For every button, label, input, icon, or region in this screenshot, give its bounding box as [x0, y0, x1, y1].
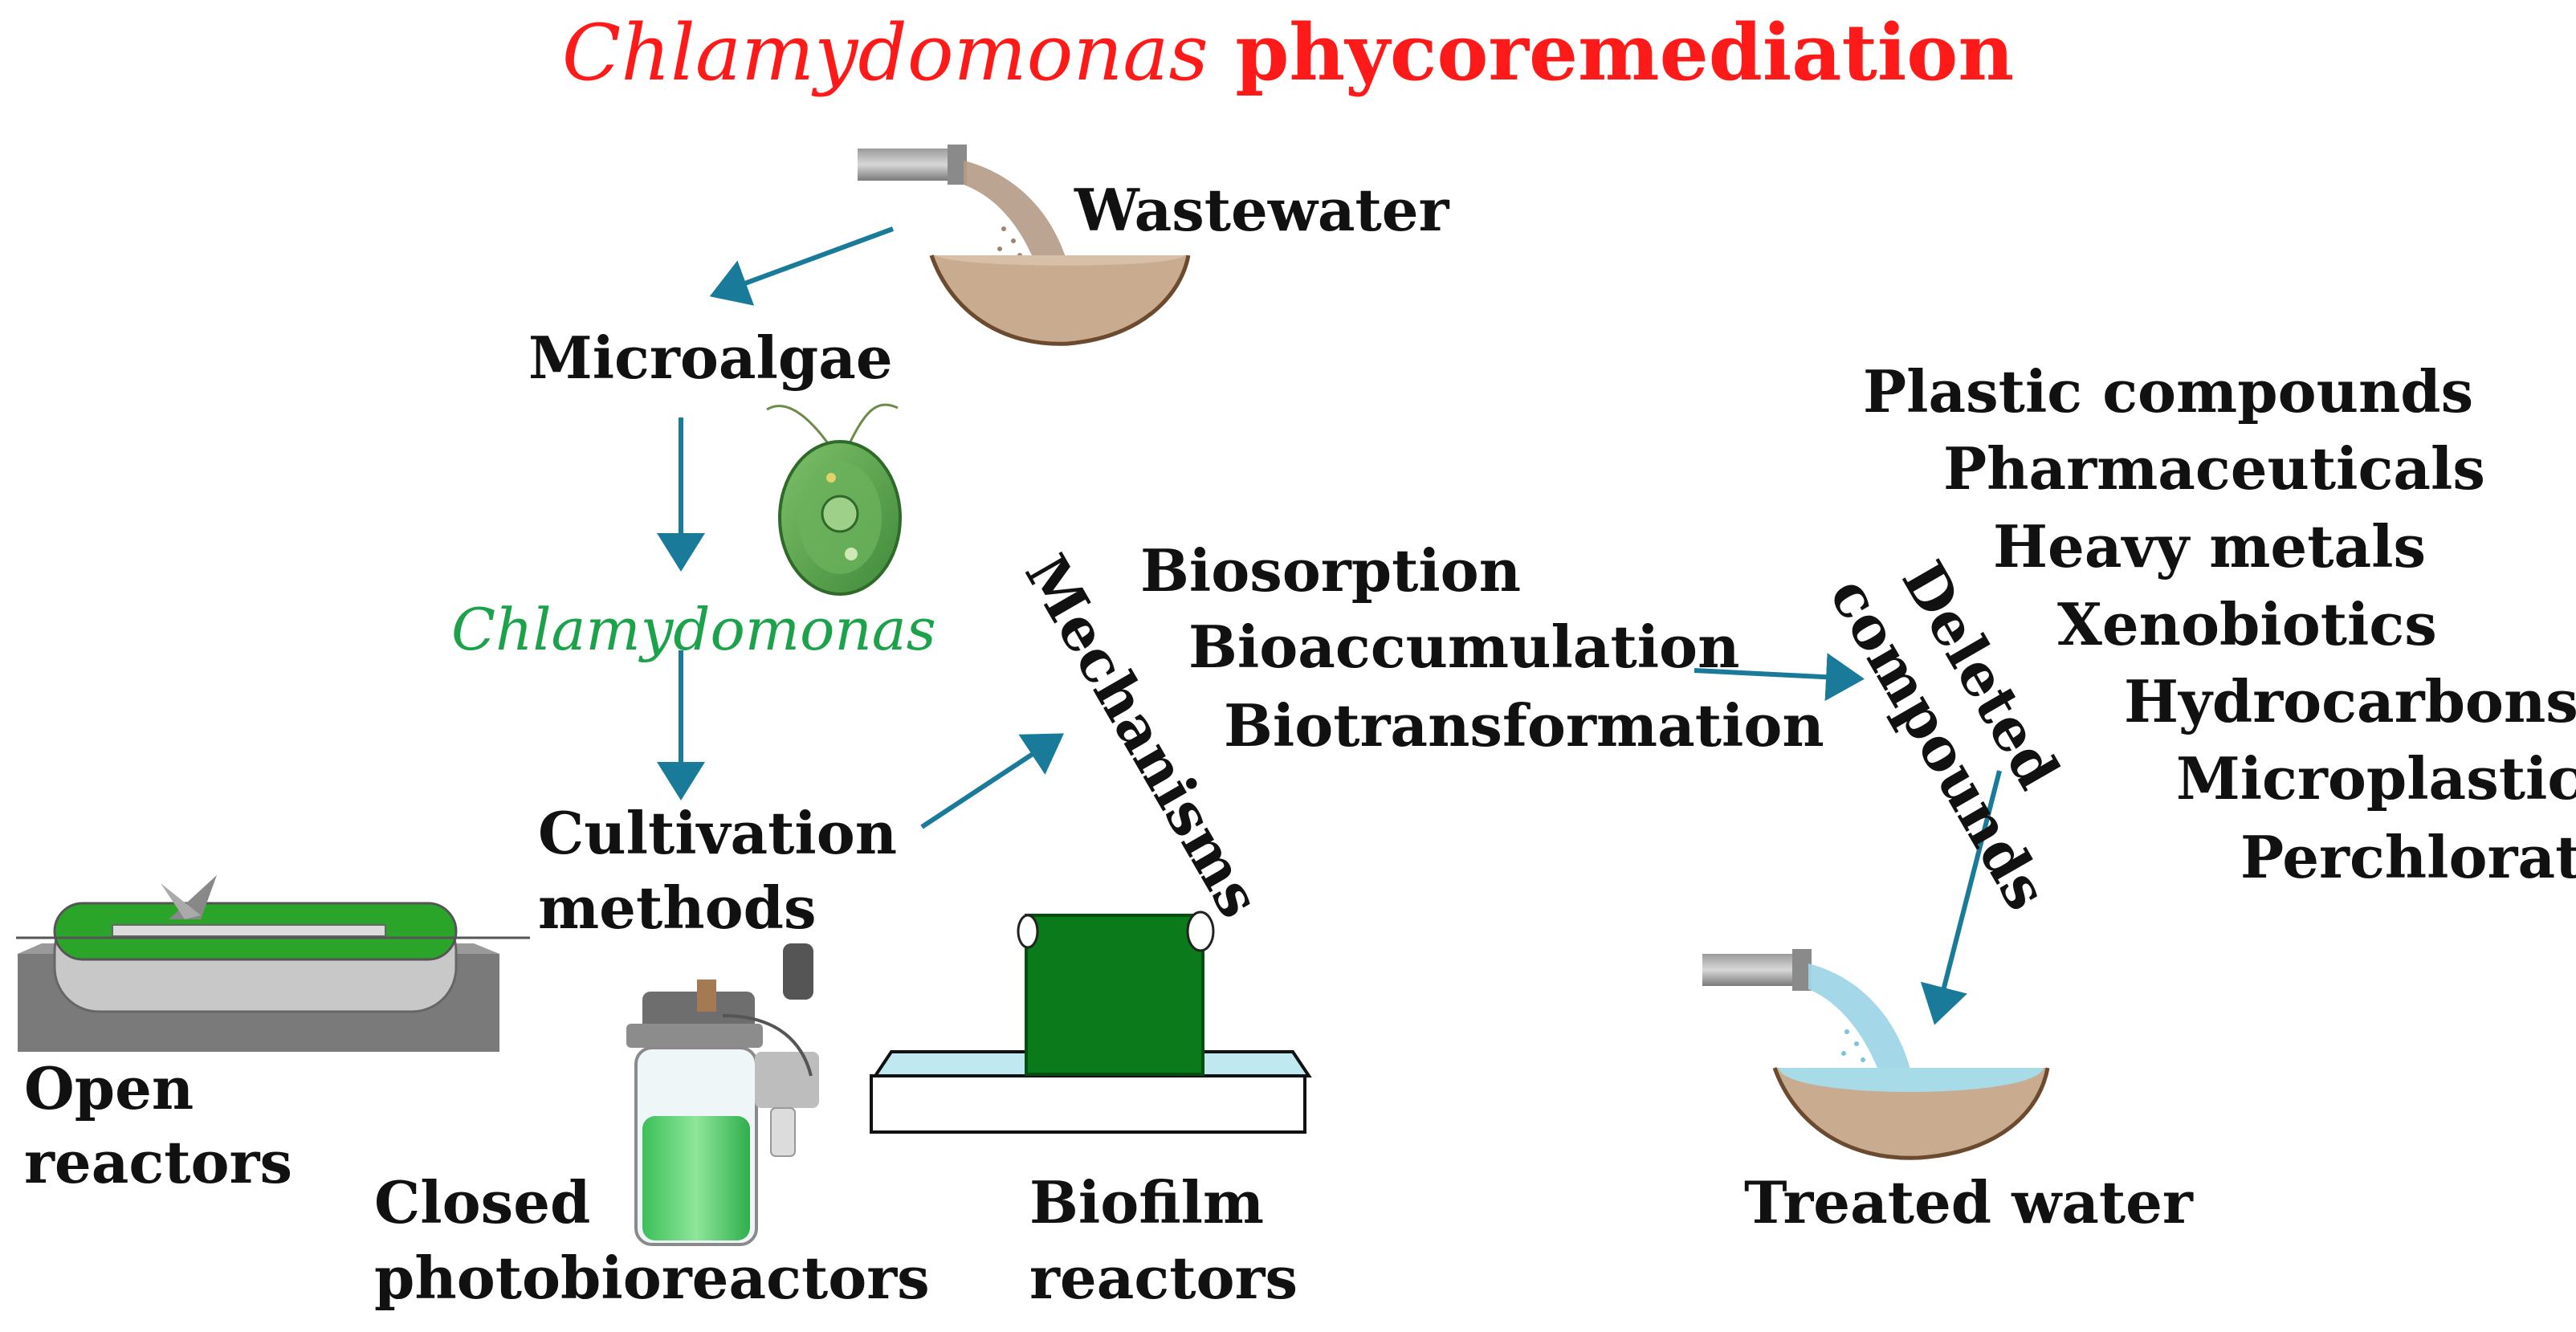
compound-item: Xenobiotics [2057, 590, 2437, 658]
compound-item: Microplastics [2176, 744, 2576, 813]
compound-item: Heavy metals [1993, 512, 2427, 580]
open-reactors-line2: reactors [24, 1128, 292, 1196]
treated-water-basin-icon [1772, 1067, 2050, 1160]
open-reactors-line1: Open [24, 1054, 194, 1122]
compound-item: Perchlorate [2240, 823, 2576, 891]
title-italic: Chlamydomonas [561, 8, 1209, 98]
compound-item: Hydrocarbons [2124, 667, 2576, 735]
mechanism-item: Bioaccumulation [1188, 613, 1740, 681]
arrow-cultivation-to-mechanisms [920, 733, 1065, 829]
biofilm-reactors-line1: Biofilm [1029, 1168, 1265, 1236]
cultivation-label-line1: Cultivation [538, 799, 898, 867]
arrow-mechanisms-to-deleted [1694, 653, 1865, 702]
closed-photobioreactor-icon [626, 943, 819, 1246]
biofilm-reactor-icon [870, 910, 1312, 1134]
closed-photobioreactors-line2: photobioreactors [374, 1244, 930, 1312]
closed-photobioreactors-line1: Closed [374, 1168, 591, 1236]
title-rest: phycoremediation [1208, 7, 2015, 98]
mechanism-item: Biotransformation [1224, 691, 1824, 760]
arrow-deleted-to-treated [1920, 770, 2002, 1025]
chlamydomonas-label: Chlamydomonas [451, 596, 936, 663]
cultivation-label-line2: methods [538, 874, 817, 942]
wastewater-basin-icon [929, 255, 1191, 346]
wastewater-label: Wastewater [1074, 176, 1449, 244]
treated-water-label: Treated water [1744, 1168, 2193, 1236]
flow-arrows [657, 226, 2002, 1025]
arrow-wastewater-to-microalgae [709, 226, 895, 306]
wastewater-pipe-icon [858, 145, 1068, 267]
compound-item: Plastic compounds [1863, 357, 2474, 426]
mechanism-item: Biosorption [1140, 536, 1522, 605]
microalgae-label: Microalgae [528, 324, 893, 392]
compound-item: Pharmaceuticals [1943, 434, 2485, 503]
biofilm-reactors-line2: reactors [1029, 1244, 1298, 1312]
diagram-title: Chlamydomonas phycoremediation [0, 14, 2576, 92]
treated-pipe-icon [1702, 949, 1911, 1072]
open-raceway-reactor-icon [16, 875, 530, 1052]
chlamydomonas-cell-icon [766, 403, 902, 596]
